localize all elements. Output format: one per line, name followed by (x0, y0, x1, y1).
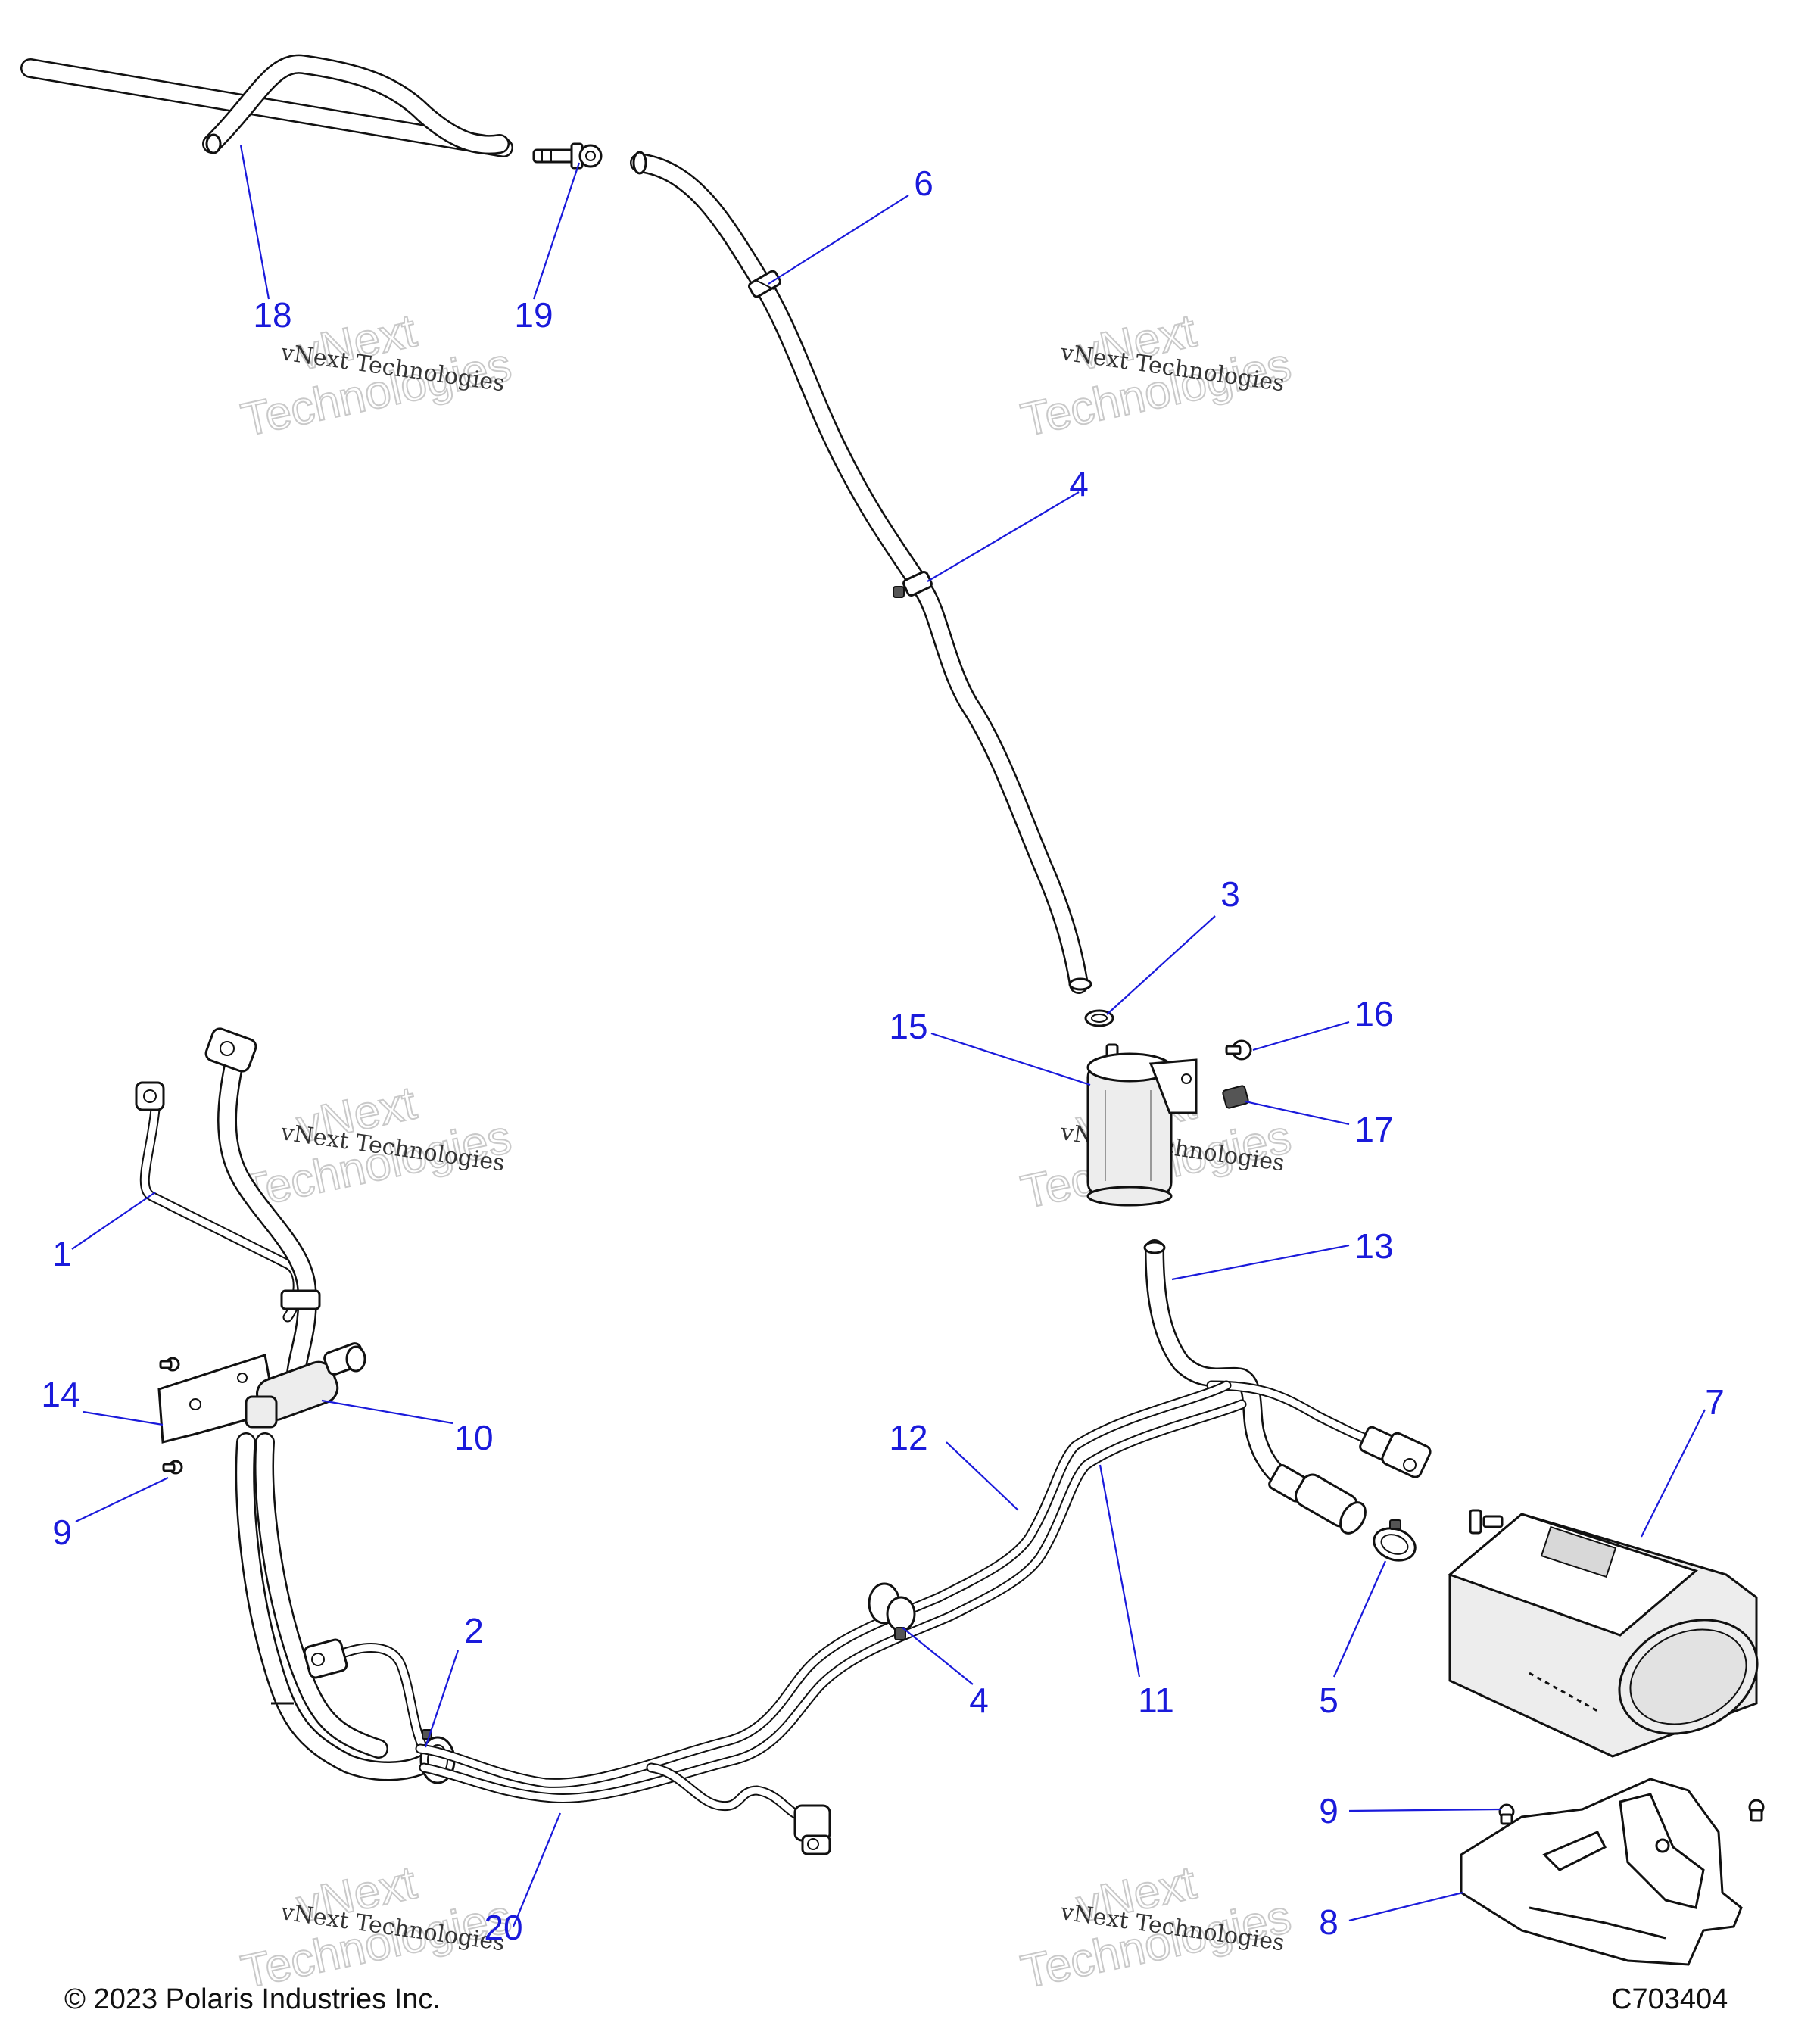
callout-1: 1 (52, 1234, 72, 1273)
callout-8: 8 (1319, 1902, 1339, 1942)
callout-18: 18 (253, 295, 291, 335)
callout-11: 11 (1138, 1681, 1174, 1720)
callout-4-lower: 4 (969, 1681, 989, 1720)
callout-9-right: 9 (1319, 1791, 1339, 1831)
part-6-clip (748, 270, 781, 298)
part-18-vent-hose (20, 54, 513, 157)
callout-labels: 18 19 6 4 3 15 16 17 13 1 14 10 9 2 12 1… (41, 164, 1724, 1947)
callout-7: 7 (1705, 1382, 1725, 1422)
leader-lines (71, 145, 1706, 1927)
vent-hose-upper (630, 151, 1092, 994)
callout-6: 6 (914, 164, 933, 203)
callout-16: 16 (1354, 994, 1393, 1033)
callout-20: 20 (484, 1908, 522, 1947)
part-4-clip-upper (893, 570, 933, 598)
part-7-evap-canister (1448, 1509, 1759, 1758)
callout-17: 17 (1354, 1110, 1393, 1149)
part-11-12-fuel-lines (415, 1380, 1247, 1803)
callout-3: 3 (1220, 874, 1240, 914)
part-16-push-pin (1225, 1039, 1252, 1061)
callout-15: 15 (889, 1007, 927, 1046)
part-13-hose (1143, 1239, 1367, 1535)
callout-9-left: 9 (52, 1513, 72, 1552)
hose-to-quick-connect (1206, 1380, 1432, 1478)
part-10-solenoid (245, 1342, 366, 1429)
callout-2: 2 (464, 1611, 484, 1650)
callout-19: 19 (514, 295, 553, 335)
callout-13: 13 (1354, 1226, 1393, 1266)
part-4-clip-lower (868, 1582, 916, 1640)
callout-14: 14 (41, 1375, 79, 1414)
hose-left-down (235, 1432, 434, 1781)
part-5-clamp (1373, 1519, 1417, 1562)
part-20-hose (646, 1762, 831, 1855)
diagram-id: C703404 (1611, 1983, 1728, 2015)
callout-4-upper: 4 (1069, 464, 1089, 503)
part-8-bracket (1460, 1778, 1743, 1966)
part-15-valve (1086, 1043, 1198, 1207)
quick-connect-lower-left (303, 1638, 433, 1762)
callout-5: 5 (1319, 1681, 1339, 1720)
callout-12: 12 (889, 1418, 927, 1457)
part-9-screw-left (159, 1357, 183, 1475)
copyright-text: © 2023 Polaris Industries Inc. (64, 1983, 441, 2015)
part-3-clamp (1084, 1009, 1114, 1027)
vent-hose-left (204, 1027, 321, 1395)
part-17-nut (1222, 1085, 1249, 1109)
part-19-fitting (532, 142, 603, 170)
callout-10: 10 (454, 1418, 493, 1457)
part-9-screw-right (1498, 1799, 1765, 1853)
